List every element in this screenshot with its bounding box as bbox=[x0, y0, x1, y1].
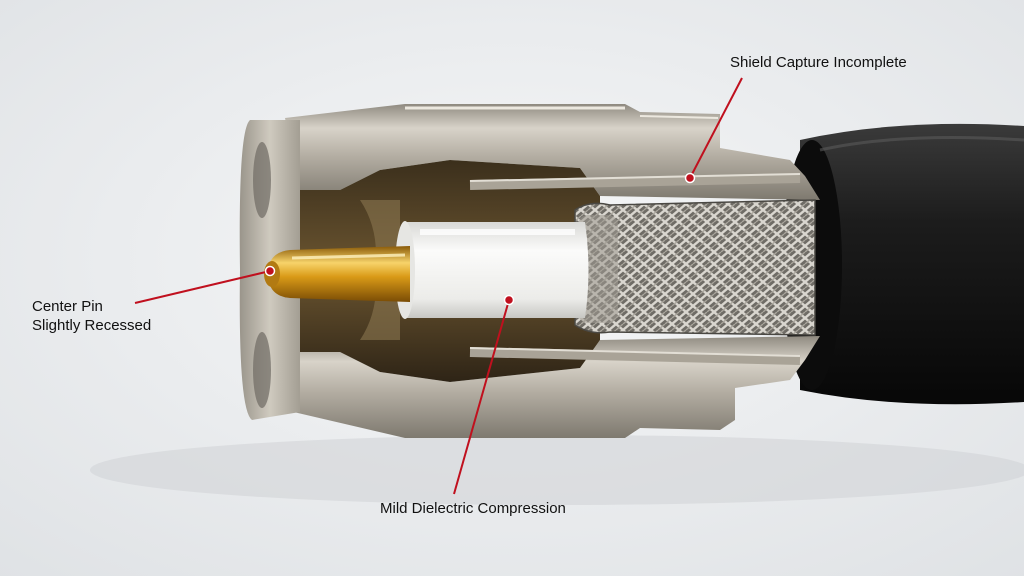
callout-line-center-pin bbox=[134, 265, 276, 304]
callout-line-dielectric bbox=[453, 294, 515, 495]
callout-label-center-pin-line2: Slightly Recessed bbox=[32, 317, 152, 334]
callout-label-center-pin-line1: Center Pin bbox=[32, 298, 103, 315]
callout-dot-dielectric bbox=[503, 294, 515, 306]
dielectric-insulator bbox=[395, 221, 589, 319]
callout-dot-center-pin bbox=[264, 265, 276, 277]
callout-label-center-pin: Center Pin Slightly Recessed bbox=[32, 297, 151, 335]
cable-jacket bbox=[782, 123, 1024, 405]
callout-dot-shield bbox=[684, 172, 696, 184]
center-pin bbox=[264, 246, 410, 302]
callout-label-shield-capture: Shield Capture Incomplete bbox=[730, 54, 907, 71]
callout-label-dielectric: Mild Dielectric Compression bbox=[380, 500, 566, 517]
callout-line-shield bbox=[684, 77, 743, 184]
braided-shield bbox=[574, 199, 816, 336]
floor-shadow bbox=[90, 435, 1024, 505]
